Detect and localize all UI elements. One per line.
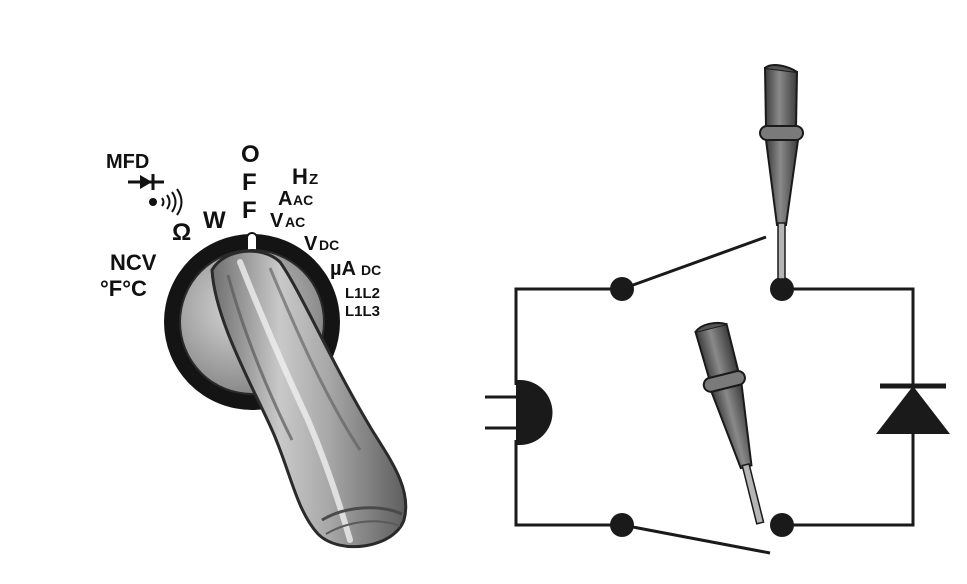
label-l1l3: L1L3 <box>345 303 380 320</box>
switch-top-lever <box>621 235 767 291</box>
node-top-left <box>610 277 634 301</box>
circuit <box>514 235 915 555</box>
label-l1l2: L1L2 <box>345 285 380 302</box>
label-hz-h: H <box>292 164 308 189</box>
test-probe-bottom[interactable] <box>690 319 780 529</box>
switch-nodes <box>610 277 794 537</box>
label-ohm: Ω <box>172 219 191 246</box>
wire-bottom-right <box>782 432 915 527</box>
switch-bottom-lever <box>621 523 771 555</box>
label-temp: °F°C <box>100 276 147 301</box>
label-off-o: O <box>241 141 260 168</box>
label-uadc-sub: DC <box>361 262 381 278</box>
label-vdc-sub: DC <box>319 237 339 253</box>
label-aac-sub: AC <box>293 192 313 208</box>
label-vac-sub: AC <box>285 214 305 230</box>
label-hz-z: Z <box>309 171 318 188</box>
wire-top-left <box>514 287 622 385</box>
diode-icon <box>128 174 164 190</box>
label-off-f2: F <box>242 197 257 224</box>
label-mfd: MFD <box>106 151 149 173</box>
wire-top-right <box>782 287 915 385</box>
node-bottom-left <box>610 513 634 537</box>
wire-bottom-left <box>514 440 622 527</box>
node-bottom-right <box>770 513 794 537</box>
test-probe-top[interactable] <box>759 64 804 280</box>
plug-icon <box>485 380 553 445</box>
label-w: W <box>203 207 226 234</box>
circuit-diode-icon <box>876 383 950 434</box>
dial-labels: MFD Ω W NCV °F°C O F F H Z A AC V AC V D… <box>100 141 381 320</box>
label-vdc-v: V <box>304 233 318 255</box>
rotary-dial[interactable] <box>164 232 408 549</box>
label-uadc-mu: µA <box>330 258 356 280</box>
continuity-icon <box>149 188 183 216</box>
label-off-f1: F <box>242 169 257 196</box>
label-vac-v: V <box>270 210 284 232</box>
label-aac-a: A <box>278 188 292 210</box>
label-ncv: NCV <box>110 250 157 275</box>
node-top-right <box>770 277 794 301</box>
dial-knob[interactable] <box>210 249 408 549</box>
